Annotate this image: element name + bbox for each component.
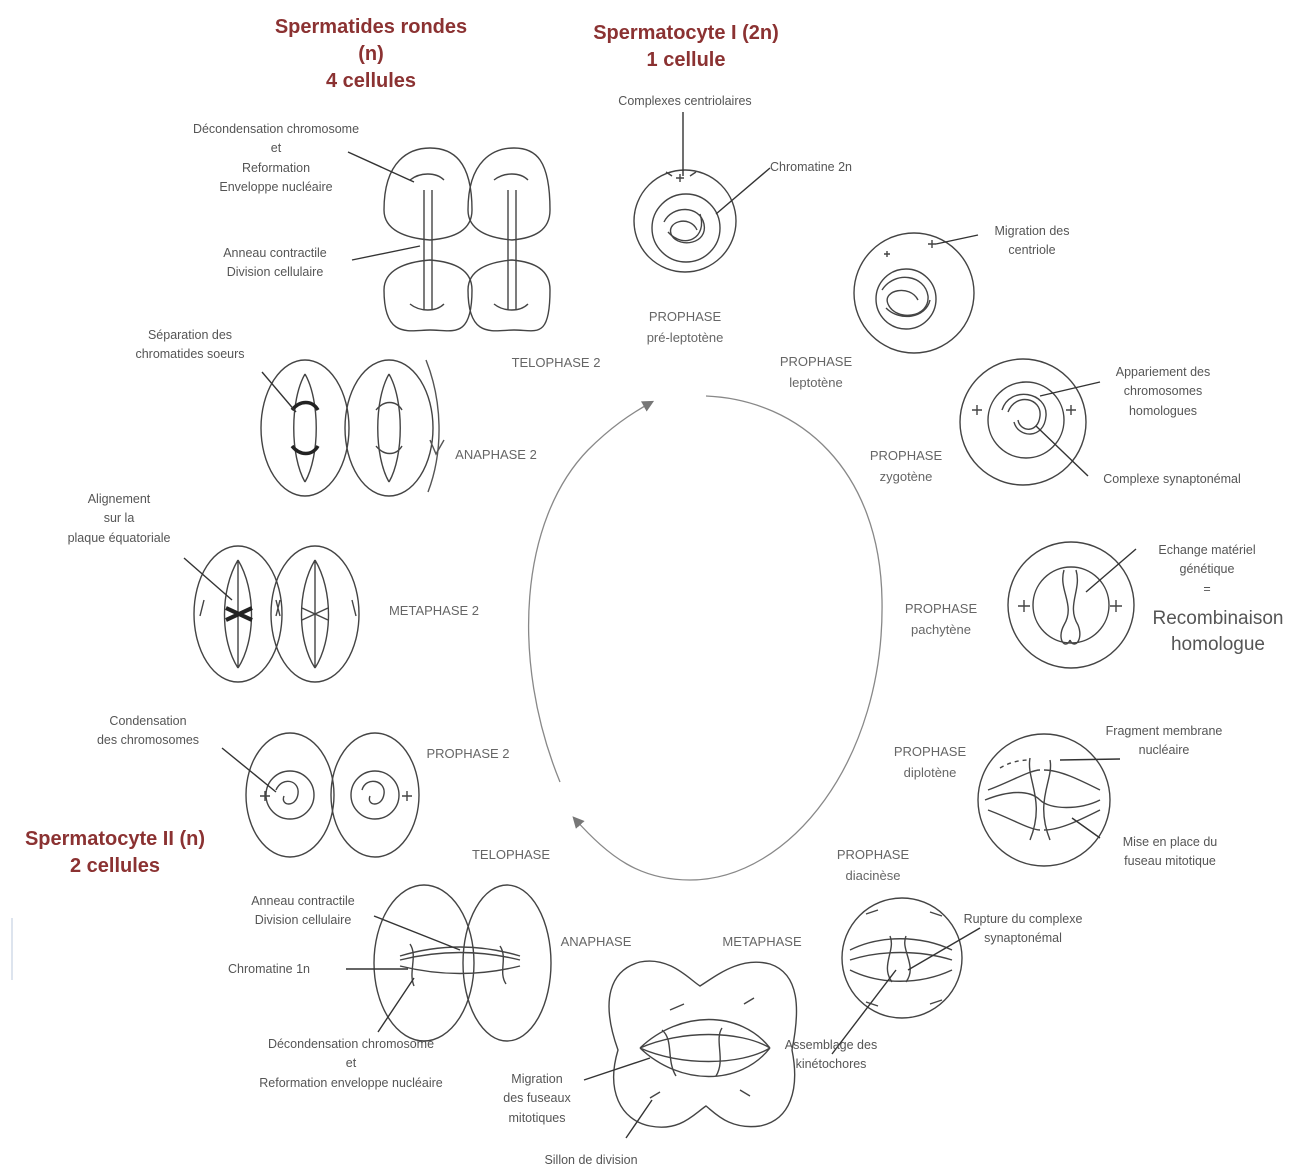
title-spermatocyte-2: Spermatocyte II (n) 2 cellules — [24, 828, 206, 877]
cell-leptotene — [853, 232, 975, 354]
label-migration-centriole: Migration des centriole — [994, 224, 1070, 258]
stage-zygotene: PROPHASE zygotène — [869, 448, 943, 484]
cell-metaphase — [608, 960, 798, 1128]
cycle-arc-left — [528, 400, 655, 783]
stage-metaphase2: METAPHASE 2 — [388, 603, 480, 618]
label-appariement: Appariement des chromosomes homologues — [1115, 365, 1211, 418]
stage-metaphase: METAPHASE — [722, 934, 802, 949]
stage-leptotene: PROPHASE leptotène — [779, 354, 853, 390]
label-decondensation-enveloppe: Décondensation chromosome et Reformation… — [192, 122, 360, 195]
stage-telophase: TELOPHASE — [471, 847, 551, 862]
label-sillon-division: Sillon de division — [544, 1153, 638, 1167]
cell-zygotene — [959, 358, 1087, 486]
stage-prophase2: PROPHASE 2 — [426, 746, 510, 761]
label-migration-fuseaux: Migration des fuseaux mitotiques — [503, 1072, 571, 1125]
stage-pachytene: PROPHASE pachytène — [904, 601, 978, 637]
cell-diplotene — [977, 733, 1111, 867]
cell-prophase2 — [245, 732, 420, 858]
stage-anaphase2: ANAPHASE 2 — [455, 447, 537, 462]
cycle-arc-bottom — [572, 816, 691, 881]
stage-preleptotene: PROPHASE pré-leptotène — [646, 309, 724, 345]
cell-preleptotene — [633, 169, 737, 273]
label-mise-en-place-fuseau: Mise en place du fuseau mitotique — [1122, 835, 1218, 869]
cell-anaphase2 — [260, 359, 434, 497]
title-spermatides: Spermatides rondes (n) 4 cellules — [274, 16, 468, 92]
label-complexe-synaptonemal: Complexe synaptonémal — [1103, 472, 1241, 486]
cell-telophase2 — [383, 147, 551, 332]
label-alignement: Alignement sur la plaque équatoriale — [67, 492, 171, 545]
label-recombinaison: Recombinaison homologue — [1152, 608, 1284, 654]
cell-pachytene — [1007, 541, 1135, 669]
label-echange: Echange matériel génétique = — [1158, 543, 1256, 596]
label-assemblage-kinetochores: Assemblage des kinétochores — [784, 1038, 878, 1072]
cell-anaphase — [373, 884, 552, 1042]
cycle-arrows — [528, 395, 883, 881]
cell-metaphase2 — [193, 545, 360, 683]
label-chromatine-1n: Chromatine 1n — [228, 962, 310, 976]
stage-diacinese: PROPHASE diacinèse — [836, 847, 910, 883]
label-rupture-complexe: Rupture du complexe synaptonémal — [963, 912, 1083, 946]
label-complexes-centriolaires: Complexes centriolaires — [618, 94, 752, 108]
label-anneau-division: Anneau contractile Division cellulaire — [251, 894, 355, 928]
cell-diacinese — [841, 897, 963, 1019]
label-decondensation-reformation: Décondensation chromosome et Reformation… — [259, 1037, 443, 1090]
label-separation-chromatides: Séparation des chromatides soeurs — [135, 328, 245, 362]
title-spermatocyte-1: Spermatocyte I (2n) 1 cellule — [593, 22, 779, 71]
stage-telophase2: TELOPHASE 2 — [511, 355, 601, 370]
label-anneau-division-2: Anneau contractile Division cellulaire — [223, 246, 327, 280]
stage-diplotene: PROPHASE diplotène — [893, 744, 967, 780]
label-chromatine-2n: Chromatine 2n — [770, 160, 852, 174]
stage-anaphase: ANAPHASE — [560, 934, 632, 949]
label-condensation: Condensation des chromosomes — [96, 714, 200, 748]
cycle-arc-right — [689, 395, 883, 881]
label-fragment-membrane: Fragment membrane nucléaire — [1105, 724, 1223, 758]
